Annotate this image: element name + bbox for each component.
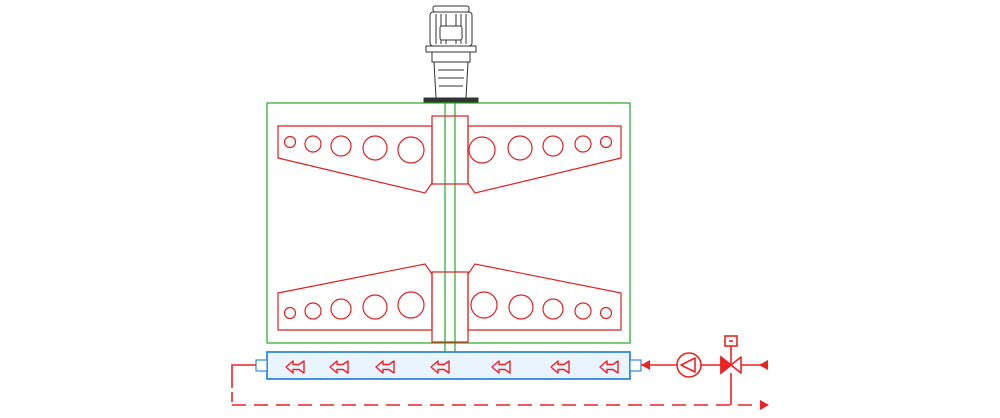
upper-blade-hole xyxy=(574,135,592,153)
jacket-outlet-nozzle xyxy=(255,359,268,372)
upper-blade-hole xyxy=(542,135,564,157)
jacket-inlet-arrow xyxy=(641,360,650,370)
lower-blade-hole xyxy=(574,302,592,320)
upper-blade-hole xyxy=(599,135,613,149)
lower-blade-hole xyxy=(304,302,322,320)
lower-blade-hole xyxy=(542,298,564,320)
lower-impeller xyxy=(277,263,622,343)
gearbox xyxy=(431,51,471,63)
circulation-pump-icon xyxy=(676,352,702,378)
upper-blade-hole xyxy=(283,135,297,149)
return-outlet-arrow xyxy=(760,400,769,410)
tank-outline xyxy=(266,102,631,344)
upper-impeller xyxy=(277,115,622,194)
supply-inlet-arrow xyxy=(759,360,768,370)
lower-impeller-blade-left xyxy=(277,263,433,331)
jacket-inlet-nozzle xyxy=(629,359,642,372)
lower-blade-hole xyxy=(397,291,425,319)
lower-blade-hole xyxy=(362,294,388,320)
lower-blade-hole xyxy=(470,291,498,319)
lower-blade-hole xyxy=(283,306,297,320)
motor-top-cap xyxy=(432,5,470,13)
upper-blade-hole xyxy=(507,135,533,161)
lower-blade-hole xyxy=(330,298,352,320)
upper-blade-hole xyxy=(304,135,322,153)
agitator-shaft xyxy=(444,103,456,352)
upper-blade-hole xyxy=(362,135,388,161)
coupling-housing xyxy=(433,61,469,99)
mounting-plate xyxy=(423,97,479,103)
upper-blade-hole xyxy=(468,136,496,164)
control-valve-icon xyxy=(720,335,742,375)
return-line xyxy=(231,364,760,406)
lower-blade-hole xyxy=(599,306,613,320)
upper-impeller-blade-left xyxy=(277,125,433,194)
upper-impeller-hub xyxy=(431,115,469,185)
motor-flange xyxy=(425,45,477,53)
motor-terminal-box xyxy=(439,25,463,41)
motor-icon xyxy=(423,5,479,103)
upper-blade-hole xyxy=(330,135,352,157)
lower-impeller-blade-right xyxy=(467,263,622,331)
upper-blade-hole xyxy=(397,136,425,164)
lower-blade-hole xyxy=(508,294,534,320)
lower-impeller-hub xyxy=(431,271,469,343)
